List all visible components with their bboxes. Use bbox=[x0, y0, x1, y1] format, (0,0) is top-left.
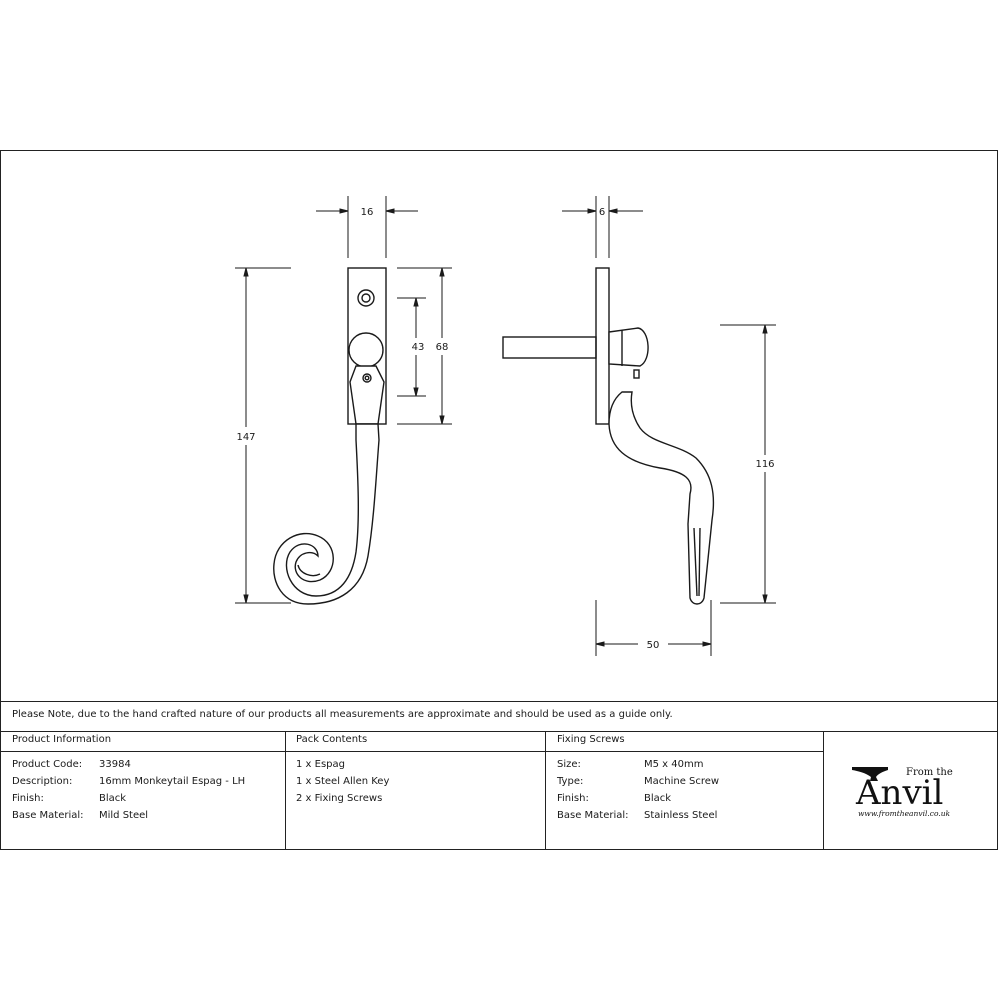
base-material-value: Mild Steel bbox=[99, 810, 149, 821]
disclaimer-note: Please Note, due to the hand crafted nat… bbox=[12, 709, 673, 720]
dim-handle-drop bbox=[720, 324, 776, 604]
screw-material-value: Stainless Steel bbox=[644, 810, 718, 821]
label-projection: 50 bbox=[647, 640, 660, 651]
base-material-row: Base Material: Mild Steel bbox=[12, 810, 148, 821]
divider-col-2 bbox=[545, 731, 546, 850]
label-handle-drop: 116 bbox=[755, 459, 774, 470]
divider-col-3 bbox=[823, 731, 824, 850]
product-information-heading: Product Information bbox=[12, 734, 112, 745]
dim-front-width bbox=[316, 196, 418, 258]
logo-from-the: From the bbox=[906, 767, 953, 778]
screw-type-label: Type: bbox=[557, 776, 584, 787]
base-material-label: Base Material: bbox=[12, 810, 84, 821]
espag-front-view bbox=[273, 267, 387, 605]
finish-value: Black bbox=[99, 793, 127, 804]
drawing-sheet bbox=[0, 150, 998, 850]
logo-url: www.fromtheanvil.co.uk bbox=[858, 809, 951, 818]
description-label: Description: bbox=[12, 776, 73, 787]
finish-label: Finish: bbox=[12, 793, 44, 804]
screw-size-row: Size: M5 x 40mm bbox=[557, 759, 703, 770]
product-code-value: 33984 bbox=[99, 759, 131, 770]
screw-material-row: Base Material: Stainless Steel bbox=[557, 810, 717, 821]
technical-drawing: 16 147 43 68 6 116 50 bbox=[235, 196, 776, 656]
finish-row: Finish: Black bbox=[12, 793, 126, 804]
label-total-height: 147 bbox=[236, 432, 255, 443]
pack-item: 1 x Steel Allen Key bbox=[296, 776, 390, 787]
dim-plate-height bbox=[397, 267, 452, 425]
label-front-width: 16 bbox=[361, 207, 374, 218]
screw-finish-row: Finish: Black bbox=[557, 793, 671, 804]
screw-material-label: Base Material: bbox=[557, 810, 629, 821]
screw-size-label: Size: bbox=[557, 759, 581, 770]
dim-side-thickness bbox=[562, 196, 643, 258]
dim-projection bbox=[595, 600, 712, 656]
screw-finish-value: Black bbox=[644, 793, 672, 804]
description-row: Description: 16mm Monkeytail Espag - LH bbox=[12, 776, 245, 787]
screw-size-value: M5 x 40mm bbox=[644, 759, 704, 770]
screw-type-row: Type: Machine Screw bbox=[557, 776, 719, 787]
divider-note-top bbox=[0, 701, 998, 702]
product-code-row: Product Code: 33984 bbox=[12, 759, 131, 770]
pack-item: 2 x Fixing Screws bbox=[296, 793, 383, 804]
label-side-thickness: 6 bbox=[599, 207, 605, 218]
divider-col-1 bbox=[285, 731, 286, 850]
fixing-screws-heading: Fixing Screws bbox=[557, 734, 625, 745]
product-code-label: Product Code: bbox=[12, 759, 83, 770]
anvil-icon bbox=[852, 767, 888, 781]
divider-table-top bbox=[0, 731, 998, 732]
dim-screw-centers bbox=[397, 297, 426, 397]
dim-total-height bbox=[235, 267, 291, 604]
from-the-anvil-logo: From the Anvil www.fromtheanvil.co.uk bbox=[848, 760, 978, 824]
screw-type-value: Machine Screw bbox=[644, 776, 720, 787]
description-value: 16mm Monkeytail Espag - LH bbox=[99, 776, 246, 787]
pack-contents-heading: Pack Contents bbox=[296, 734, 368, 745]
pack-item: 1 x Espag bbox=[296, 759, 345, 770]
logo-brand: Anvil bbox=[855, 773, 943, 813]
divider-header-bottom bbox=[0, 751, 823, 752]
espag-side-view bbox=[502, 267, 715, 605]
label-plate-height: 68 bbox=[436, 342, 449, 353]
label-screw-centers: 43 bbox=[412, 342, 425, 353]
screw-finish-label: Finish: bbox=[557, 793, 589, 804]
